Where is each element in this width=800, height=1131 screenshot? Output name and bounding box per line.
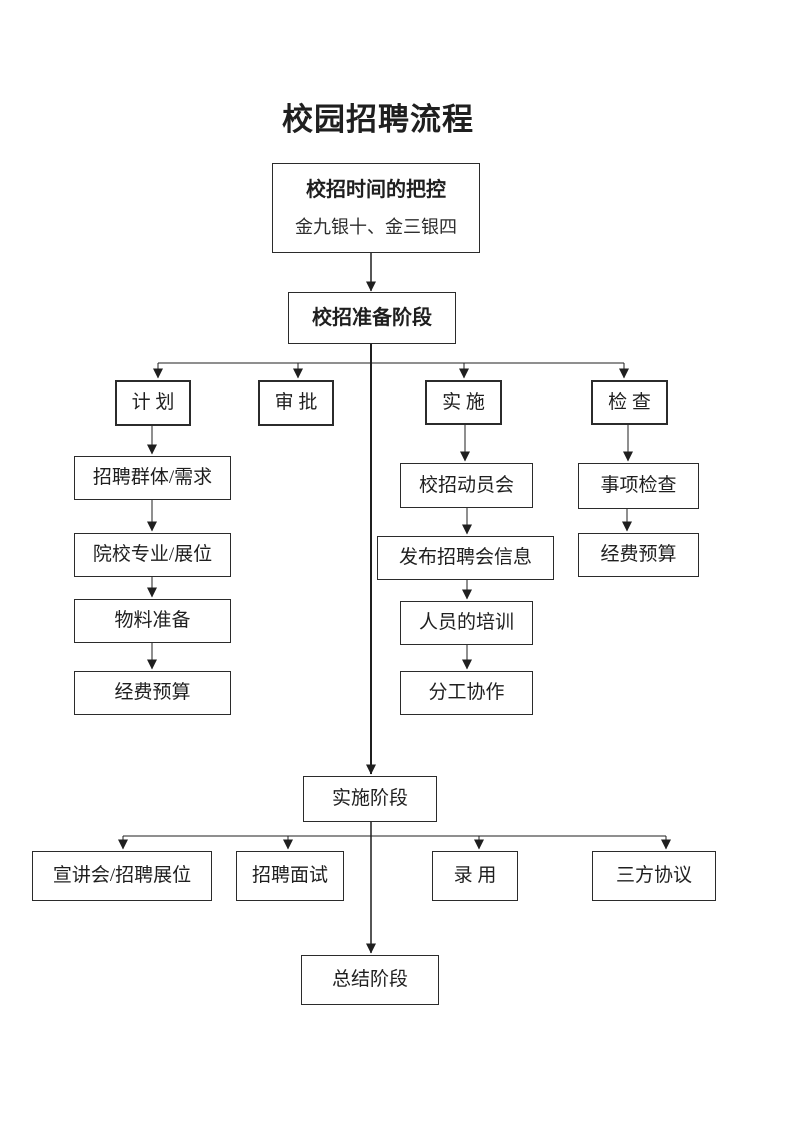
check-step-1-box: 事项检查 <box>578 463 699 509</box>
stage-implement-box: 实 施 <box>425 380 502 425</box>
impl-row-step-4-box: 三方协议 <box>592 851 716 901</box>
page-title: 校园招聘流程 <box>282 102 474 137</box>
branch-rail-top <box>153 362 629 379</box>
branch-rail-bottom <box>118 835 671 850</box>
stage-plan-box: 计 划 <box>115 380 191 426</box>
impl-row-step-2-box: 招聘面试 <box>236 851 344 901</box>
timing-heading: 校招时间的把控 <box>306 178 446 201</box>
implement-step-4-box: 分工协作 <box>400 671 533 715</box>
impl-row-step-1-box: 宣讲会/招聘展位 <box>32 851 212 901</box>
prep-stage-box: 校招准备阶段 <box>288 292 456 344</box>
plan-step-2-box: 院校专业/展位 <box>74 533 231 577</box>
impl-row-step-3-box: 录 用 <box>432 851 518 901</box>
implement-column-arrows <box>460 425 472 670</box>
check-column-arrows <box>622 425 633 532</box>
plan-step-1-box: 招聘群体/需求 <box>74 456 231 500</box>
check-step-2-box: 经费预算 <box>578 533 699 577</box>
implement-step-1-box: 校招动员会 <box>400 463 533 508</box>
plan-step-3-box: 物料准备 <box>74 599 231 643</box>
stage-approve-box: 审 批 <box>258 380 334 426</box>
implement-step-3-box: 人员的培训 <box>400 601 533 645</box>
implement-stage-box: 实施阶段 <box>303 776 437 822</box>
stage-check-box: 检 查 <box>591 380 668 425</box>
summary-stage-box: 总结阶段 <box>301 955 439 1005</box>
implement-step-2-box: 发布招聘会信息 <box>377 536 554 580</box>
timing-subtitle: 金九银十、金三银四 <box>295 216 457 237</box>
timing-box: 校招时间的把控 金九银十、金三银四 <box>272 163 480 253</box>
plan-step-4-box: 经费预算 <box>74 671 231 715</box>
